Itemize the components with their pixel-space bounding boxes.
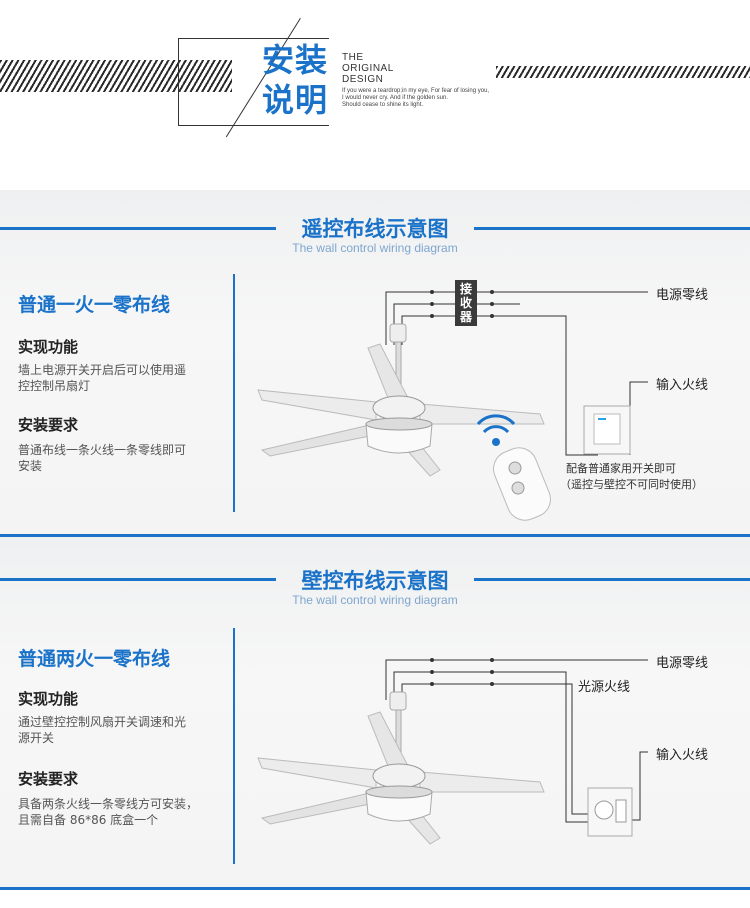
wall-section-title: 壁控布线示意图 [301,569,449,593]
wall-switch [583,405,631,455]
wall-title-rule-left [0,578,276,581]
remote-divider [233,274,235,512]
wall-neutral-label: 电源零线 [656,656,709,671]
decorative-stripes-left [0,60,232,92]
fine-print-line-3: Should cease to shine its light. [342,102,424,108]
remote-title-rule-left [0,227,276,230]
english-title-line-2: ORIGINAL [342,63,394,74]
wifi-signal-icon [476,414,516,446]
ceiling-fan-wall [257,691,545,845]
remote-section-subtitle: The wall control wiring diagram [292,241,458,255]
english-title-line-3: DESIGN [342,74,384,85]
header-fine-print: If you were a teardrop;in my eye, For fe… [342,88,532,109]
wall-light-label: 光源火线 [578,680,631,695]
wall-section-subtitle: The wall control wiring diagram [292,593,458,607]
english-title-line-1: THE [342,52,364,63]
remote-section-title: 遥控布线示意图 [301,217,449,241]
ceiling-fan-remote [257,323,545,477]
remote-control [493,447,551,521]
remote-heading: 普通一火一零布线 [18,294,171,316]
wall-function-label: 实现功能 [18,690,79,708]
receiver-label: 接收器 [459,282,472,324]
page-title-line-1: 安装 [262,41,329,79]
wall-install-text: 具备两条火线一条零线方可安装，且需自备 86*86 底盒一个 [18,797,199,827]
wall-section-bottom-rule [0,887,750,890]
remote-section-bottom-rule [0,534,750,537]
remote-note-line-1: 配备普通家用开关即可 [566,462,676,475]
fine-print-line-2: I would never cry. And if the golden sun… [342,95,448,101]
remote-live-label: 输入火线 [656,378,709,393]
remote-title-rule-right [474,227,750,230]
wall-title-rule-right [474,578,750,581]
page-title-line-2: 说明 [262,81,329,119]
header: 安装 说明 THE ORIGINAL DESIGN If you were a … [0,0,750,190]
remote-note-line-2: （遥控与壁控不可同时使用） [560,478,703,491]
remote-install-label: 安装要求 [18,416,79,434]
receiver-box [455,280,477,326]
decorative-stripes-right [496,66,750,78]
remote-function-text: 墙上电源开关开启后可以使用遥控控制吊扇灯 [18,363,187,393]
english-title: THE ORIGINAL DESIGN [342,52,394,85]
wall-install-label: 安装要求 [18,770,79,788]
remote-function-label: 实现功能 [18,338,79,356]
title-frame [178,38,329,126]
wall-heading: 普通两火一零布线 [18,648,171,670]
wall-live-label: 输入火线 [656,748,709,763]
wall-function-text: 通过壁控控制风扇开关调速和光源开关 [18,715,187,745]
remote-neutral-label: 电源零线 [656,288,709,303]
wall-divider [233,628,235,864]
fine-print-line-1: If you were a teardrop;in my eye, For fe… [342,88,490,94]
wall-speed-controller [587,787,633,837]
remote-install-text: 普通布线一条火线一条零线即可安装 [18,443,187,473]
